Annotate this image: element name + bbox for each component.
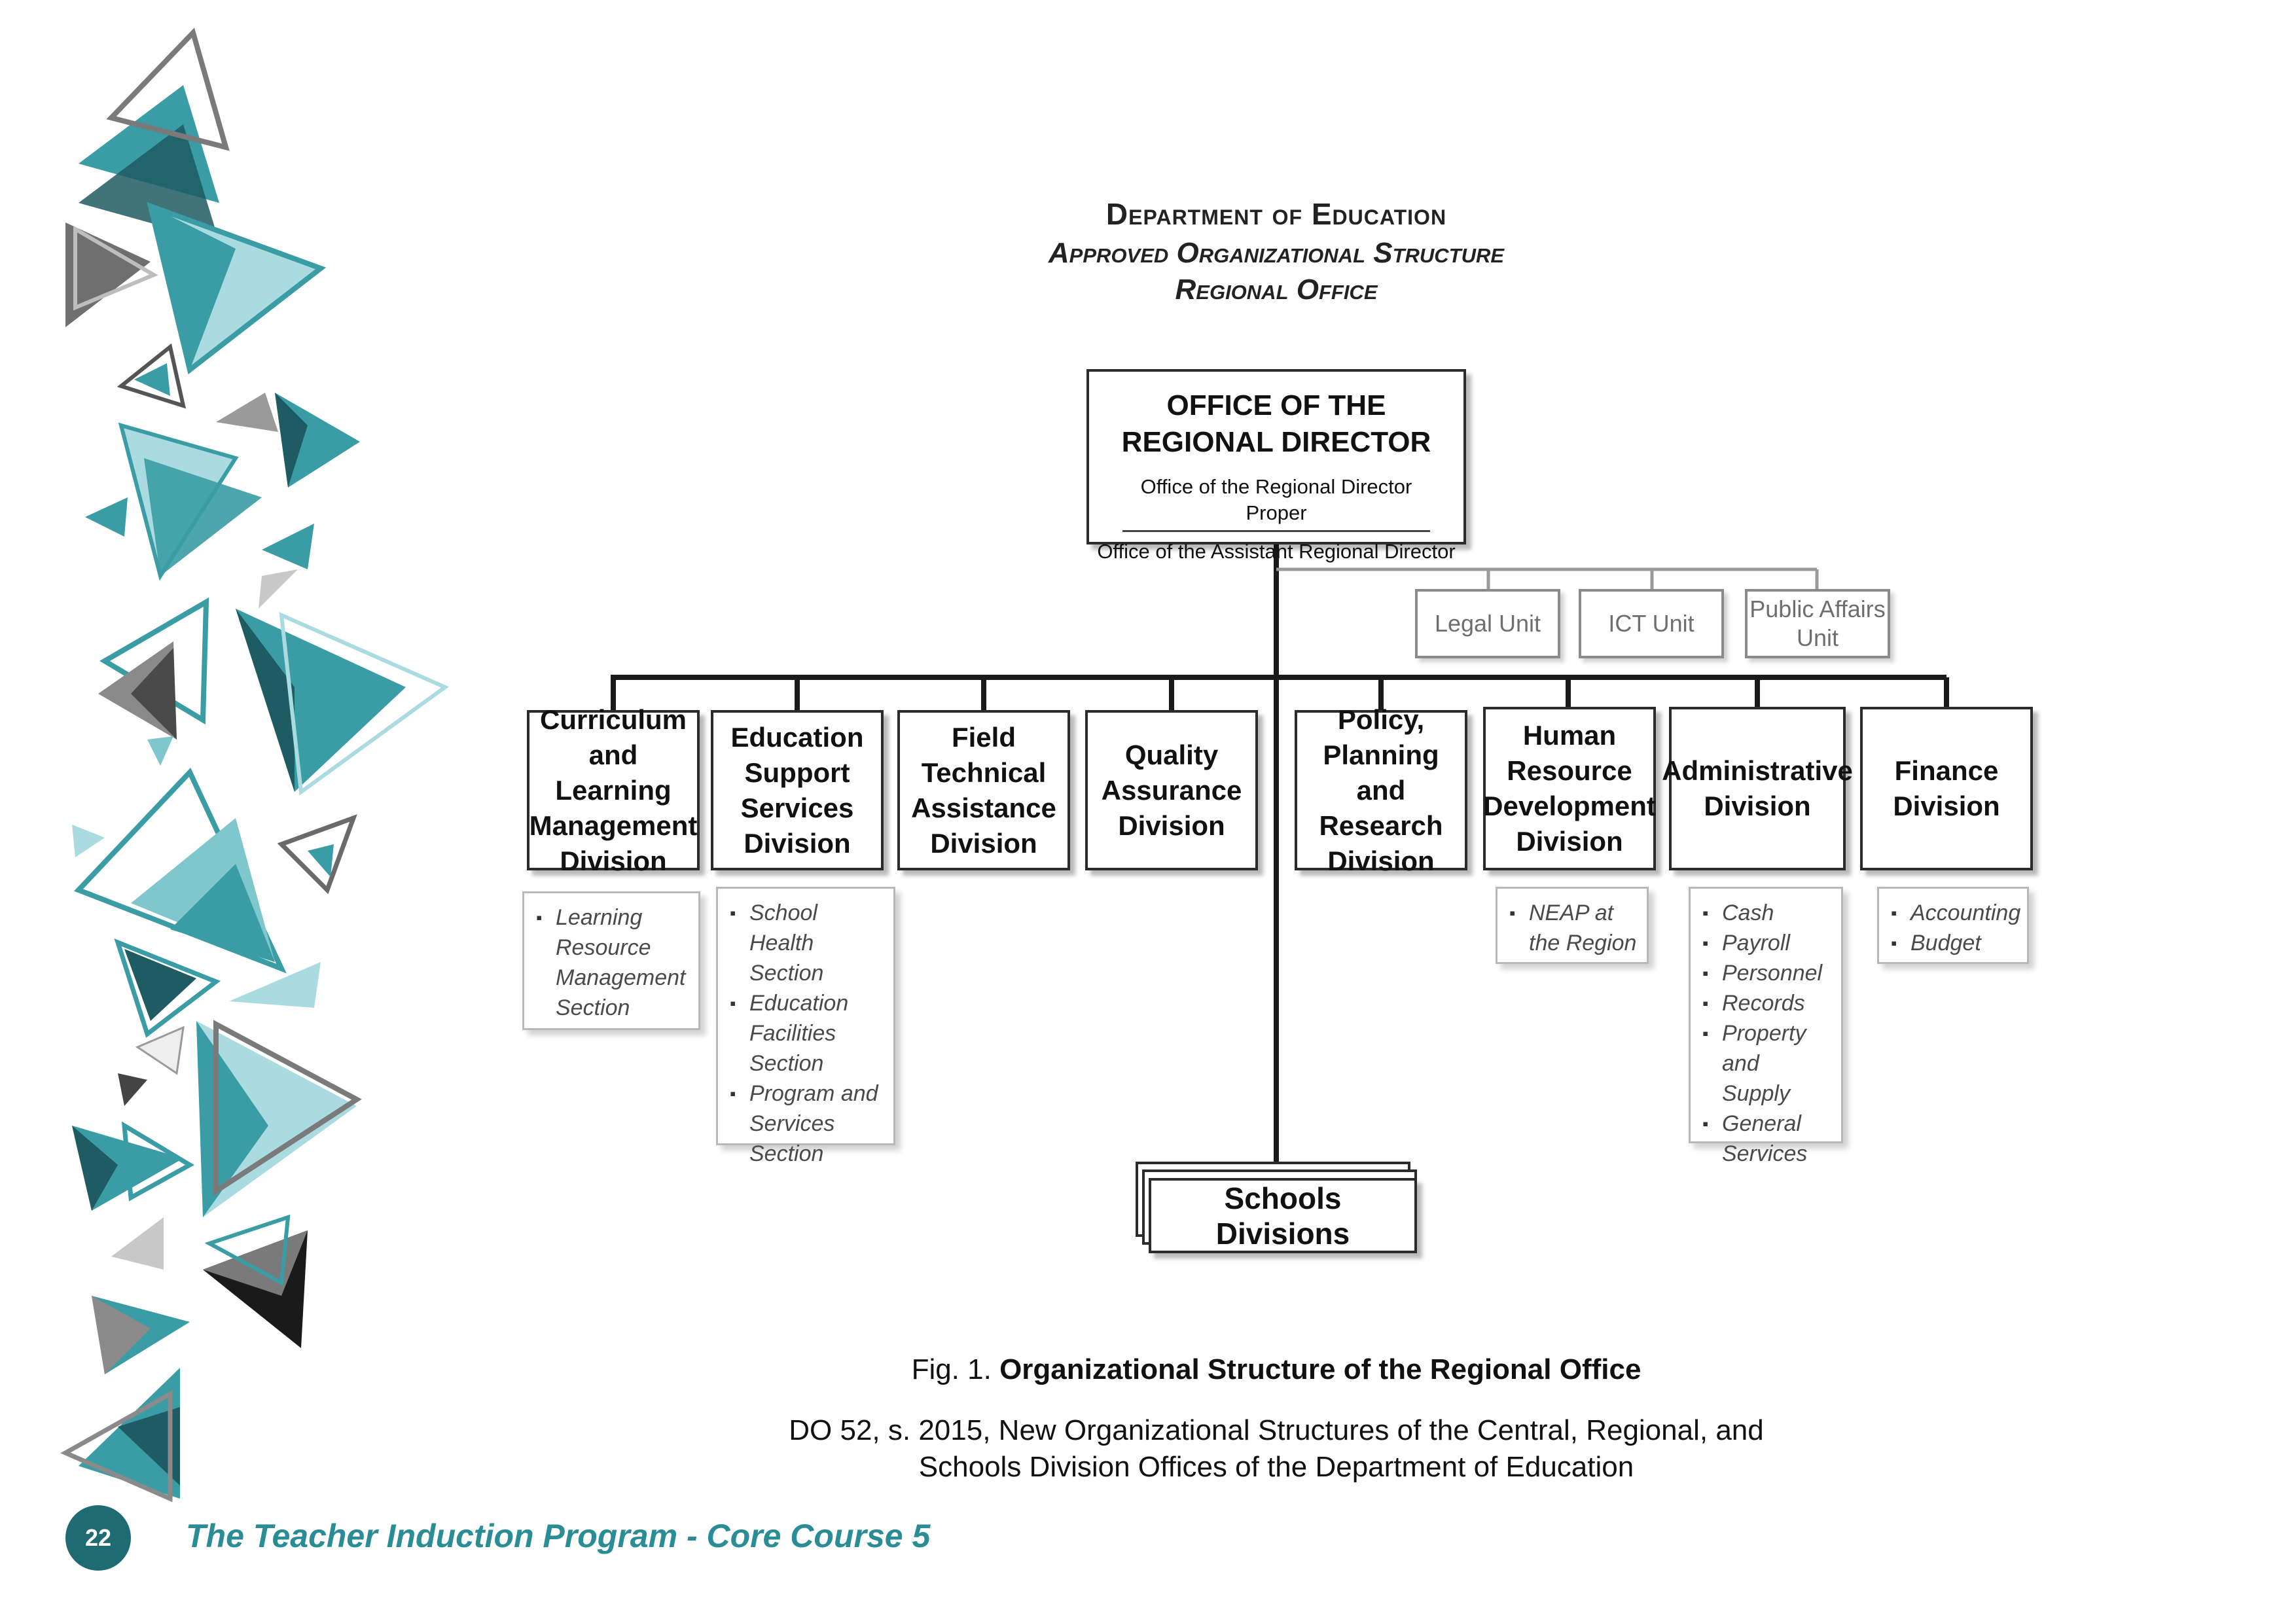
hrdd-box: Human Resource Development Division [1483,707,1656,870]
deco-triangle [262,524,314,569]
esd-label: Education Support Services Division [730,721,864,859]
hrdd-label: Human Resource Development Division [1483,720,1656,857]
deco-triangle [236,609,406,792]
ard-label: Office of the Assistant Regional Directo… [1097,540,1456,563]
clmd-label: Curriculum and Learning Management Divis… [529,704,698,876]
ict-unit-box: ICT Unit [1579,589,1724,658]
finance-sections: Accounting Budget [1877,887,2029,964]
admin-division-label: Administrative Division [1662,755,1853,821]
footer-title: The Teacher Induction Program - Core Cou… [186,1518,931,1554]
deco-triangle [131,648,177,740]
deco-triangle [118,422,239,581]
deco-triangle [72,825,105,857]
deco-triangle [216,393,278,432]
finance-division-box: Finance Division [1860,707,2033,870]
section-item: Records [1702,988,1833,1018]
deco-triangle [111,1217,164,1270]
figure-number: Fig. 1. [911,1353,992,1385]
section-item: Education Facilities Section [730,988,886,1079]
deco-triangle [134,363,170,396]
section-item: Personnel [1702,958,1833,988]
deco-triangle [277,814,357,895]
rd-proper-label: Office of the Regional Director Proper [1122,474,1430,532]
chart-heading-line1: Department of Education [1105,197,1447,231]
chart-heading-line2: Approved Organizational Structure [1048,237,1505,269]
deco-triangle [275,393,308,488]
clmd-sections: Learning Resource Management Section [522,891,700,1030]
admin-sections: Cash Payroll Personnel Records Property … [1689,887,1843,1166]
deco-triangle [236,609,295,792]
deco-triangle [147,202,327,374]
legal-unit-label: Legal Unit [1434,610,1541,637]
figure-title: Organizational Structure of the Regional… [999,1353,1641,1385]
section-item: Payroll [1702,928,1833,958]
section-item: Property and Supply [1702,1018,1833,1109]
schools-divisions-label: Schools Divisions [1215,1181,1350,1251]
deco-triangle [118,1073,147,1106]
regional-director-title: OFFICE OF THE REGIONAL DIRECTOR [1121,389,1431,458]
deco-triangle [117,343,187,409]
deco-triangle [229,962,321,1008]
esd-sections: School Health Section Education Faciliti… [716,887,895,1166]
deco-triangle [144,458,262,576]
section-item: School Health Section [730,898,886,988]
pprd-box: Policy, Planning and Research Division [1295,704,1467,876]
deco-triangle [85,497,128,537]
figure-source: DO 52, s. 2015, New Organizational Struc… [789,1414,1764,1483]
deco-triangle [121,1121,194,1202]
public-affairs-unit-box: Public Affairs Unit [1745,589,1890,658]
deco-triangle [135,1026,185,1075]
deco-triangle [60,1390,173,1503]
public-affairs-unit-label: Public Affairs Unit [1749,596,1886,651]
deco-triangle [213,1020,362,1196]
section-item: NEAP at the Region [1509,898,1639,958]
ftad-label: Field Technical Assistance Division [911,721,1056,859]
deco-triangle [72,1126,118,1211]
deco-triangle [118,1407,180,1486]
deco-triangle [279,612,449,796]
deco-triangle [114,938,221,1038]
chart-heading-line3: Regional Office [1175,274,1378,306]
section-item: Accounting [1891,898,2020,928]
section-item: Cash [1702,898,1833,928]
section-item: Learning Resource Management Section [536,902,691,1023]
figure-caption: Fig. 1. Organizational Structure of the … [753,1353,1800,1386]
deco-triangle [73,225,158,311]
decorative-triangles [60,27,449,1503]
deco-triangle [65,223,151,327]
deco-triangle [204,1214,291,1286]
section-item: Budget [1891,928,2019,958]
qad-label: Quality Assurance Division [1101,739,1242,841]
deco-triangle [79,124,219,242]
deco-triangle [124,949,196,1021]
regional-director-box: OFFICE OF THE REGIONAL DIRECTOR Office o… [1086,369,1466,563]
legal-unit-box: Legal Unit [1415,589,1560,658]
qad-box: Quality Assurance Division [1085,710,1258,870]
deco-triangle [147,736,173,766]
schools-divisions-box: Schools Divisions [1149,1178,1417,1253]
page-number-badge: 22 [65,1505,131,1571]
ict-unit-label: ICT Unit [1608,610,1695,637]
section-item: Program and Services Section [730,1079,886,1169]
deco-triangle [106,27,230,151]
admin-division-box: Administrative Division [1662,707,1853,870]
deco-triangle [170,864,275,962]
page-number: 22 [84,1524,112,1551]
clmd-box: Curriculum and Learning Management Divis… [527,704,700,876]
section-item: General Services [1702,1109,1833,1169]
hrdd-sections: NEAP at the Region [1496,887,1649,964]
deco-triangle [259,569,298,609]
esd-box: Education Support Services Division [711,710,884,870]
deco-triangle [92,1296,151,1374]
pprd-label: Policy, Planning and Research Division [1319,704,1443,876]
finance-division-label: Finance Division [1893,755,2000,821]
deco-triangle [308,844,334,877]
deco-triangle [151,206,236,370]
ftad-box: Field Technical Assistance Division [897,710,1070,870]
